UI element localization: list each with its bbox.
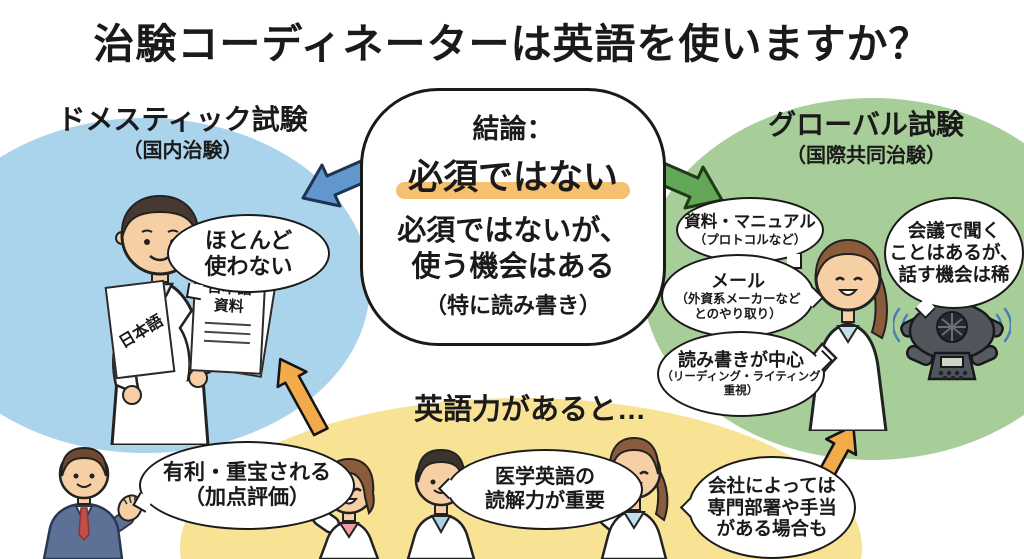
arrow-english-to-domestic-icon <box>276 357 329 437</box>
domestic-heading-main: ドメスティック試験 <box>57 104 308 135</box>
speech-bubble-reading-writing: 読み書きが中心 （リーディング・ライティング 重視） <box>657 331 834 417</box>
businessman-illustration <box>42 446 143 559</box>
global-heading-sub: （国際共同治験） <box>786 144 946 167</box>
speech-bubble-meeting: 会議で聞く ことはあるが、 話す機会は稀 <box>884 197 1024 320</box>
conclusion-bubble: 結論： 必須ではない 必須ではないが、 使う機会はある （特に読み書き） <box>360 88 666 346</box>
domestic-heading-sub: （国内治験） <box>122 139 243 162</box>
document-line <box>203 339 250 345</box>
document-line <box>204 330 251 336</box>
conclusion-highlight: 必須ではない <box>395 149 630 200</box>
conclusion-note: （特に読み書き） <box>424 292 601 318</box>
domestic-heading: ドメスティック試験 （国内治験） <box>25 103 340 163</box>
speech-bubble-mail: メール （外資系メーカーなど とのやり取り） <box>661 254 825 338</box>
global-heading: グローバル試験 （国際共同治験） <box>740 108 992 168</box>
speech-bubble-rarely-used: ほとんど 使わない <box>167 214 330 301</box>
conclusion-label: 結論： <box>472 114 554 144</box>
highlight-bar <box>395 182 630 199</box>
bubble-tail <box>185 282 204 301</box>
speech-bubble-medical-english: 医学英語の 読解力が重要 <box>437 449 643 530</box>
conclusion-body: 必須ではないが、 使う機会はある <box>397 215 629 284</box>
english-benefit-heading: 英語力があると… <box>413 394 646 426</box>
japanese-document: 日本語 <box>104 279 176 380</box>
conference-phone-icon <box>893 301 1011 381</box>
page-title: 治験コーディネーターは英語を使いますか？ <box>93 21 931 67</box>
speech-bubble-materials: 資料・マニュアル （プロトコルなど） <box>676 197 824 269</box>
speech-bubble-advantage: 有利・重宝される （加点評価） <box>132 441 355 530</box>
document-line <box>204 321 251 327</box>
speech-bubble-company: 会社によっては 専門部署や手当 がある場合も <box>679 456 856 559</box>
global-heading-main: グローバル試験 <box>768 109 964 140</box>
